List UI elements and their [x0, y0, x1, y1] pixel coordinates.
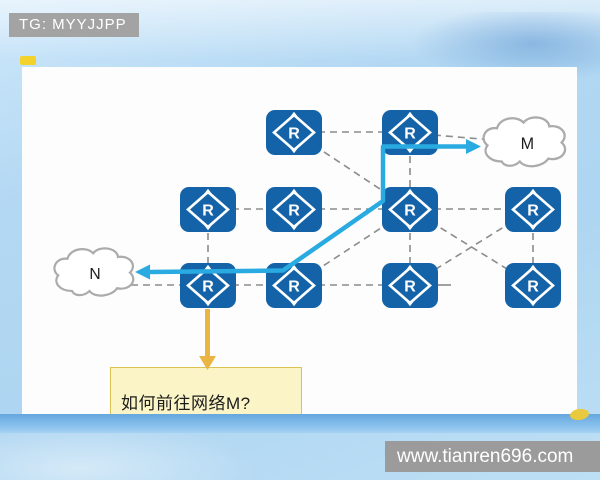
slide-panel [22, 67, 577, 415]
watermark-bottom: www.tianren696.com [385, 441, 600, 472]
watermark-top: TG: MYYJJPP [9, 13, 139, 37]
yellow-corner-mark-top [20, 56, 36, 65]
question-note-box: 如何前往网络M? [110, 367, 302, 421]
bottom-blue-stripe [0, 414, 600, 433]
question-note-text: 如何前往网络M? [121, 394, 251, 413]
